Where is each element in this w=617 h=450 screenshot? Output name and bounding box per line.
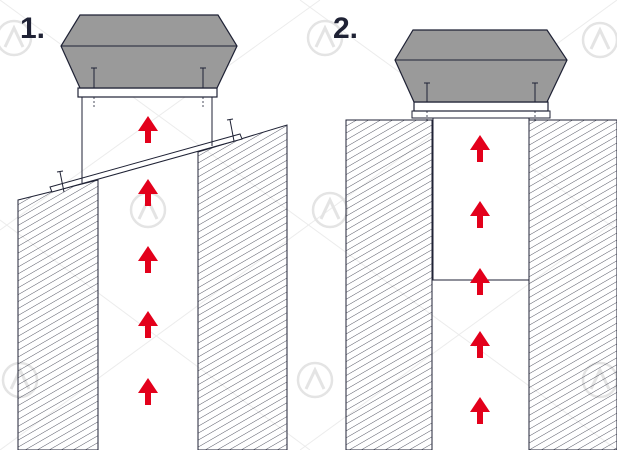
upward-airflow-arrow-icon [138, 246, 158, 273]
upward-airflow-arrow-icon [138, 179, 158, 206]
upward-airflow-arrow-icon [138, 311, 158, 338]
watermark-logo-icon [581, 21, 617, 59]
mounting-flange [411, 110, 551, 119]
right-roof-wall [528, 119, 617, 450]
upward-airflow-arrow-icon [470, 331, 490, 358]
step-1-label: 1. [20, 12, 46, 45]
roof-fan-icon [394, 29, 568, 122]
step-2-label: 2. [333, 12, 359, 45]
mounting-screw-icon [56, 170, 65, 193]
left-roof-wall [345, 119, 433, 450]
upward-airflow-arrow-icon [470, 397, 490, 424]
left-roof-wall [17, 179, 99, 450]
roof-fan-icon [60, 14, 238, 108]
watermark-logo-icon [311, 191, 349, 229]
upward-airflow-arrow-icon [138, 116, 158, 143]
installation-on-flat-roof [345, 29, 617, 450]
installation-on-sloped-roof [17, 14, 288, 450]
right-roof-wall [197, 124, 288, 450]
sloped-mounting-plate [49, 133, 243, 193]
upward-airflow-arrow-icon [138, 378, 158, 405]
mounting-screw-icon [226, 118, 235, 142]
watermark-logo-icon [296, 361, 334, 399]
